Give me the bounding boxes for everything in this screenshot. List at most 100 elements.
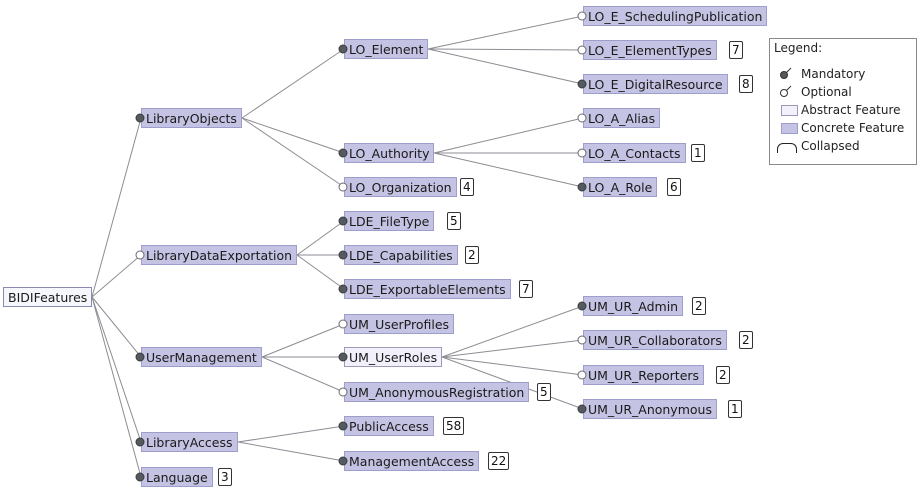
node-um-ur-anonymous[interactable]: UM_UR_Anonymous <box>583 399 717 419</box>
mandatory-marker-user-management <box>135 352 145 362</box>
legend-label-concrete: Concrete Feature <box>801 121 905 135</box>
node-um-user-profiles[interactable]: UM_UserProfiles <box>344 314 455 334</box>
optional-marker-library-data-exportation <box>135 250 145 260</box>
legend-label-mandatory: Mandatory <box>801 67 866 81</box>
node-um-ur-collaborators[interactable]: UM_UR_Collaborators <box>583 330 727 350</box>
badge-lo-organization[interactable]: 4 <box>460 178 474 196</box>
node-lo-e-element-types[interactable]: LO_E_ElementTypes <box>583 40 717 60</box>
edge-library-objects-to-lo-element <box>241 48 345 119</box>
node-user-management[interactable]: UserManagement <box>141 347 262 367</box>
edge-library-objects-to-lo-organization <box>241 117 345 188</box>
badge-lo-e-element-types[interactable]: 7 <box>729 41 743 59</box>
optional-marker-um-ur-collaborators <box>577 335 587 345</box>
legend-label-optional: Optional <box>801 85 852 99</box>
node-lo-a-contacts[interactable]: LO_A_Contacts <box>583 143 686 163</box>
node-lde-capabilities[interactable]: LDE_Capabilities <box>344 245 458 265</box>
edge-library-objects-to-lo-authority <box>241 117 345 154</box>
badge-lo-a-contacts[interactable]: 1 <box>691 144 705 162</box>
edge-library-access-to-management-access <box>237 441 345 462</box>
optional-marker-lo-organization <box>338 182 348 192</box>
optional-marker-lo-e-element-types <box>577 45 587 55</box>
node-lde-file-type[interactable]: LDE_FileType <box>344 211 435 231</box>
node-lo-a-alias[interactable]: LO_A_Alias <box>583 108 661 128</box>
optional-marker-lo-a-contacts <box>577 148 587 158</box>
node-lde-exportable-elements[interactable]: LDE_ExportableElements <box>344 279 511 299</box>
edge-lo-authority-to-lo-a-role <box>433 152 584 188</box>
legend-title: Legend: <box>774 41 823 55</box>
mandatory-marker-management-access <box>338 456 348 466</box>
badge-lo-a-role[interactable]: 6 <box>667 178 681 196</box>
node-management-access[interactable]: ManagementAccess <box>344 451 480 471</box>
badge-public-access[interactable]: 58 <box>443 417 465 435</box>
mandatory-symbol-icon <box>780 67 792 79</box>
mandatory-marker-um-user-roles <box>338 352 348 362</box>
concrete-feature-swatch <box>781 123 798 134</box>
legend-row-optional: Optional <box>770 84 918 102</box>
edge-um-user-roles-to-um-ur-admin <box>441 305 584 358</box>
mandatory-marker-lo-e-digital-resource <box>577 79 587 89</box>
node-lo-authority[interactable]: LO_Authority <box>344 143 435 163</box>
node-lo-organization[interactable]: LO_Organization <box>344 177 457 197</box>
badge-um-ur-anonymous[interactable]: 1 <box>728 400 742 418</box>
node-lo-a-role[interactable]: LO_A_Role <box>583 177 658 197</box>
node-language[interactable]: Language <box>141 467 213 487</box>
node-public-access[interactable]: PublicAccess <box>344 416 434 436</box>
mandatory-marker-library-access <box>135 437 145 447</box>
node-um-ur-admin[interactable]: UM_UR_Admin <box>583 296 684 316</box>
edge-library-data-exportation-to-lde-exportable-elements <box>296 254 345 290</box>
mandatory-marker-public-access <box>338 421 348 431</box>
edge-library-data-exportation-to-lde-file-type <box>296 220 345 256</box>
badge-lde-capabilities[interactable]: 2 <box>465 246 479 264</box>
node-library-objects[interactable]: LibraryObjects <box>141 108 242 128</box>
node-library-data-exportation[interactable]: LibraryDataExportation <box>141 245 298 265</box>
edge-lo-element-to-lo-e-element-types <box>427 48 584 51</box>
optional-marker-um-user-profiles <box>338 319 348 329</box>
badge-lo-e-digital-resource[interactable]: 8 <box>739 75 753 93</box>
badge-um-ur-reporters[interactable]: 2 <box>716 366 730 384</box>
badge-management-access[interactable]: 22 <box>488 452 510 470</box>
mandatory-marker-lo-element <box>338 44 348 54</box>
mandatory-marker-lde-capabilities <box>338 250 348 260</box>
abstract-feature-swatch <box>781 105 798 116</box>
badge-um-anonymous-registration[interactable]: 5 <box>537 383 551 401</box>
optional-marker-lo-e-scheduling-publication <box>577 11 587 21</box>
mandatory-marker-lde-exportable-elements <box>338 284 348 294</box>
node-um-anonymous-registration[interactable]: UM_AnonymousRegistration <box>344 382 530 402</box>
legend-label-collapsed: Collapsed <box>801 139 860 153</box>
edge-root-to-user-management <box>91 296 142 358</box>
edge-root-to-library-access <box>91 296 142 443</box>
mandatory-marker-um-ur-admin <box>577 301 587 311</box>
legend-row-abstract: Abstract Feature <box>770 102 918 120</box>
node-lo-e-scheduling-publication[interactable]: LO_E_SchedulingPublication <box>583 6 768 26</box>
edge-root-to-library-objects <box>91 117 142 298</box>
collapsed-symbol-icon <box>777 143 797 153</box>
legend-row-mandatory: Mandatory <box>770 66 918 84</box>
optional-marker-um-anonymous-registration <box>338 387 348 397</box>
legend-row-collapsed: Collapsed <box>770 138 918 156</box>
node-root[interactable]: BIDIFeatures <box>3 287 93 307</box>
badge-lde-exportable-elements[interactable]: 7 <box>519 280 533 298</box>
edge-lo-authority-to-lo-a-alias <box>433 117 584 154</box>
legend-row-concrete: Concrete Feature <box>770 120 918 138</box>
badge-lde-file-type[interactable]: 5 <box>447 212 461 230</box>
badge-um-ur-admin[interactable]: 2 <box>692 297 706 315</box>
edge-lo-element-to-lo-e-digital-resource <box>427 48 584 85</box>
node-lo-element[interactable]: LO_Element <box>344 39 429 59</box>
node-um-ur-reporters[interactable]: UM_UR_Reporters <box>583 365 705 385</box>
node-lo-e-digital-resource[interactable]: LO_E_DigitalResource <box>583 74 728 94</box>
badge-um-ur-collaborators[interactable]: 2 <box>739 331 753 349</box>
edge-lo-element-to-lo-e-scheduling-publication <box>427 15 584 50</box>
edge-user-management-to-um-user-profiles <box>261 323 345 358</box>
optional-symbol-icon <box>780 85 792 97</box>
node-library-access[interactable]: LibraryAccess <box>141 432 238 452</box>
badge-language[interactable]: 3 <box>218 468 232 486</box>
mandatory-marker-lo-a-role <box>577 182 587 192</box>
node-um-user-roles[interactable]: UM_UserRoles <box>344 347 443 367</box>
edge-root-to-library-data-exportation <box>91 254 142 298</box>
legend-label-abstract: Abstract Feature <box>801 103 901 117</box>
edge-um-user-roles-to-um-ur-reporters <box>441 356 584 376</box>
optional-marker-um-ur-reporters <box>577 370 587 380</box>
edge-root-to-language <box>91 296 142 478</box>
